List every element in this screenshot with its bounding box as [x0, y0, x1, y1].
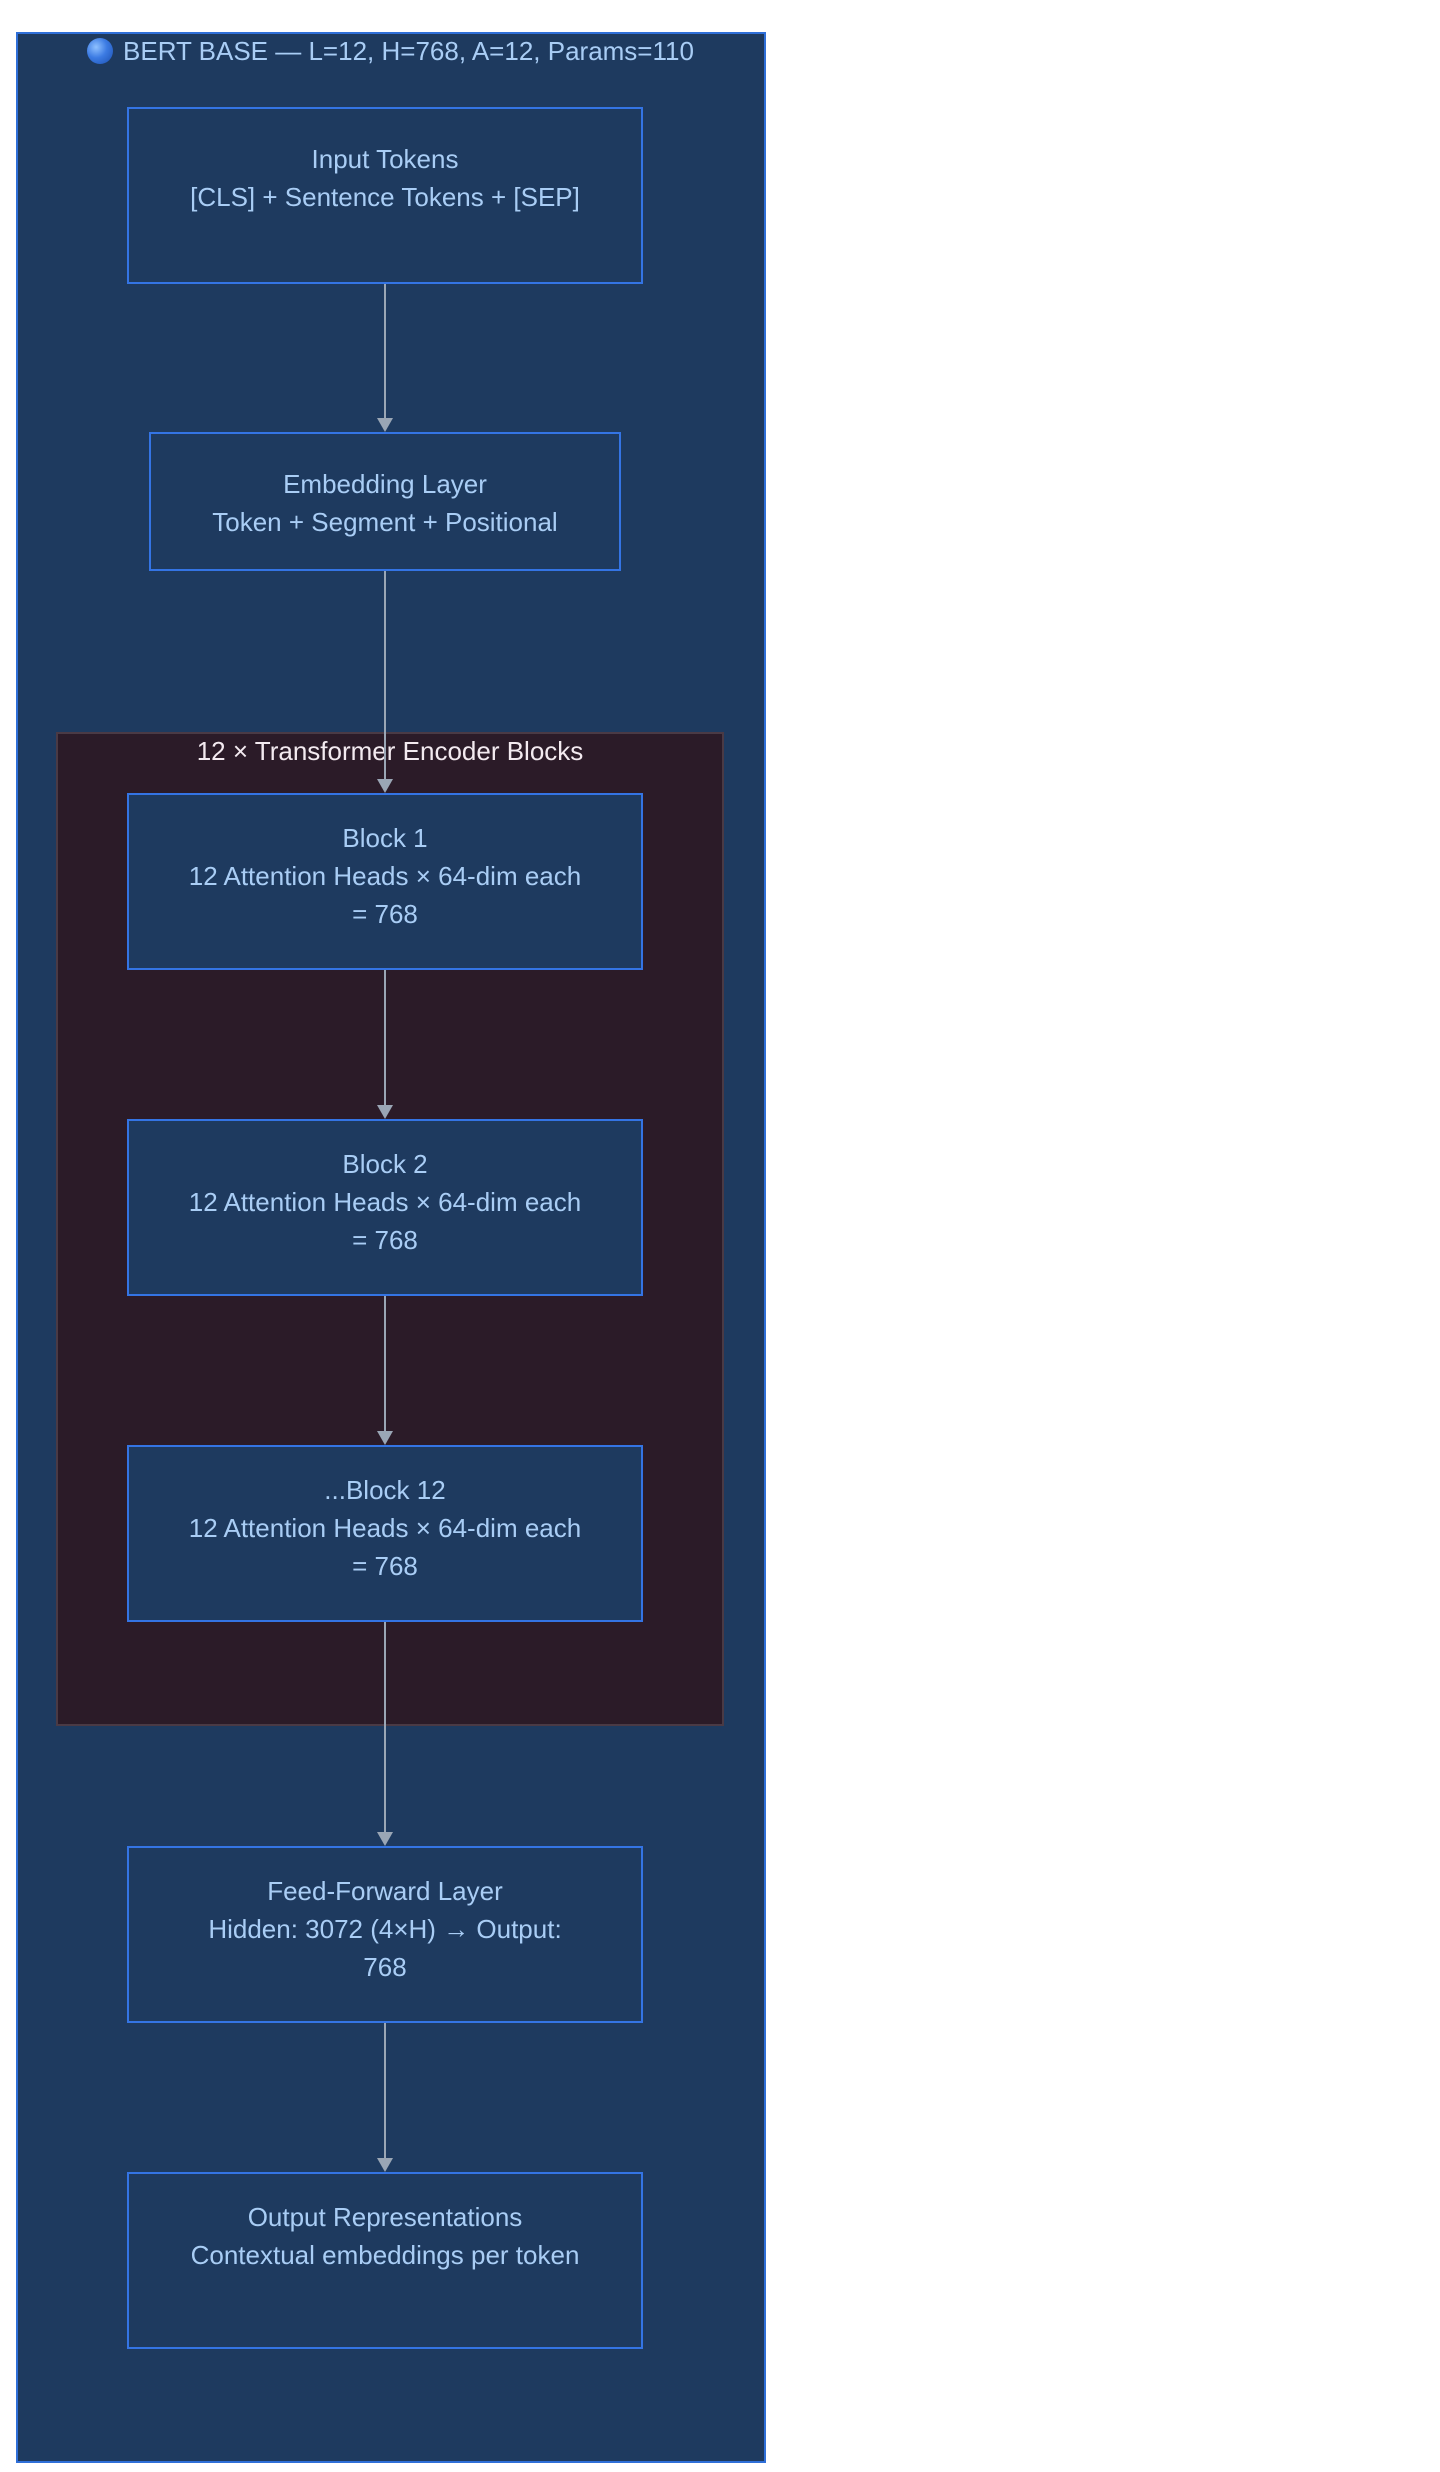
encoder-block-1-node: Block 1 12 Attention Heads × 64-dim each… [127, 793, 643, 970]
feed-forward-detail: Hidden: 3072 (4×H) → Output: [208, 1914, 562, 1944]
encoder-block-1-total: = 768 [352, 899, 418, 929]
encoder-block-2-title: Block 2 [342, 1149, 428, 1179]
encoder-block-1-detail: 12 Attention Heads × 64-dim each [188, 861, 582, 891]
encoder-block-12-title: ...Block 12 [324, 1475, 446, 1505]
globe-icon [87, 38, 114, 64]
embedding-layer-detail: Token + Segment + Positional [212, 507, 558, 537]
output-representations-title: Output Representations [247, 2202, 523, 2232]
encoder-block-2-detail: 12 Attention Heads × 64-dim each [188, 1187, 582, 1217]
encoder-block-1-title: Block 1 [342, 823, 428, 853]
input-tokens-detail: [CLS] + Sentence Tokens + [SEP] [190, 182, 580, 212]
encoder-block-12-total: = 768 [352, 1551, 418, 1581]
output-representations-detail: Contextual embeddings per token [190, 2240, 580, 2270]
diagram-title-text: BERT BASE — L=12, H=768, A=12, Params=11… [123, 36, 694, 66]
input-tokens-node: Input Tokens [CLS] + Sentence Tokens + [… [127, 107, 643, 284]
encoder-block-12-detail: 12 Attention Heads × 64-dim each [188, 1513, 582, 1543]
embedding-layer-node: Embedding Layer Token + Segment + Positi… [149, 432, 621, 571]
encoder-blocks-group-label: 12 × Transformer Encoder Blocks [196, 736, 584, 766]
feed-forward-title: Feed-Forward Layer [267, 1876, 503, 1906]
output-representations-node: Output Representations Contextual embedd… [127, 2172, 643, 2349]
input-tokens-title: Input Tokens [311, 144, 459, 174]
encoder-block-2-node: Block 2 12 Attention Heads × 64-dim each… [127, 1119, 643, 1296]
feed-forward-output: 768 [363, 1952, 407, 1982]
embedding-layer-title: Embedding Layer [283, 469, 487, 499]
diagram-title: BERT BASE — L=12, H=768, A=12, Params=11… [0, 36, 781, 66]
feed-forward-node: Feed-Forward Layer Hidden: 3072 (4×H) → … [127, 1846, 643, 2023]
encoder-block-12-node: ...Block 12 12 Attention Heads × 64-dim … [127, 1445, 643, 1622]
encoder-block-2-total: = 768 [352, 1225, 418, 1255]
